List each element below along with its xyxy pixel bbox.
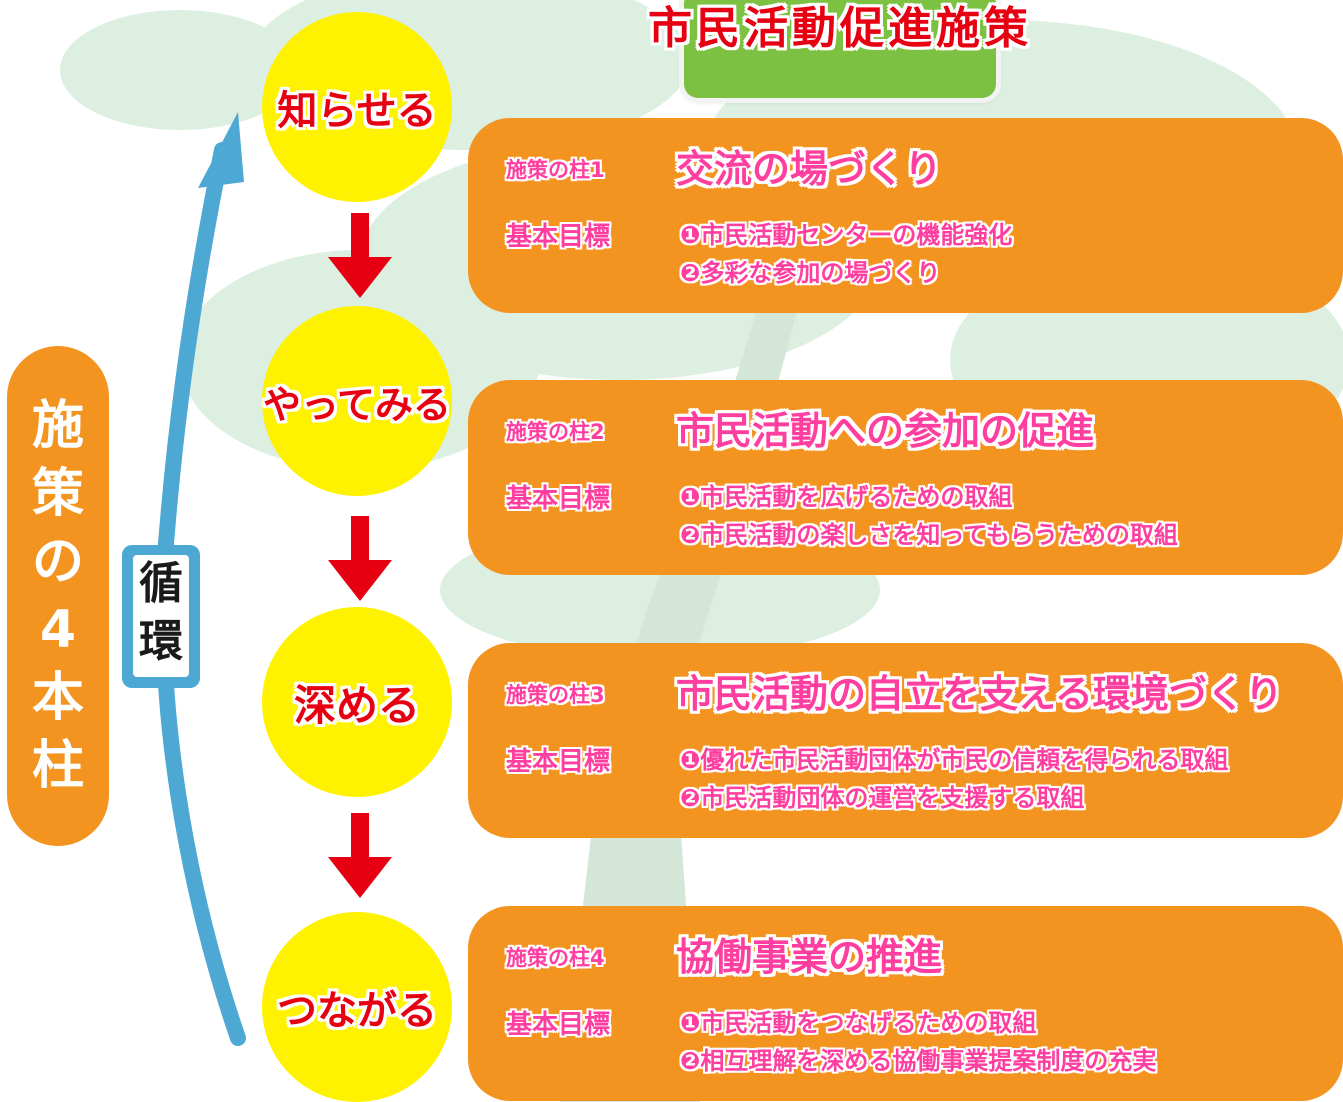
four-pillars-char: の xyxy=(31,532,84,592)
goal-item: ❶市民活動を広げるための取組 xyxy=(680,483,1013,511)
pillar-title: 市民活動の自立を支える環境づくり xyxy=(676,672,1283,716)
goal-item: ❷市民活動の楽しさを知ってもらうための取組 xyxy=(680,521,1178,549)
pillar-panel-3: 施策の柱3 市民活動の自立を支える環境づくり 基本目標 ❶優れた市民活動団体が市… xyxy=(468,643,1343,838)
pillar-label: 施策の柱3 xyxy=(506,683,605,707)
pillar-panel-2: 施策の柱2 市民活動への参加の促進 基本目標 ❶市民活動を広げるための取組 ❷市… xyxy=(468,380,1343,575)
step-circle-2: やってみる xyxy=(262,306,452,496)
pillar-title: 協働事業の推進 xyxy=(676,935,943,979)
pillar-label: 施策の柱1 xyxy=(506,158,605,182)
step-circle-4: つながる xyxy=(262,912,452,1102)
step-label: つながる xyxy=(277,988,437,1034)
step-label: 知らせる xyxy=(277,88,437,134)
cycle-arrow xyxy=(155,142,246,1046)
goal-item: ❶優れた市民活動団体が市民の信頼を得られる取組 xyxy=(680,746,1229,774)
four-pillars-char: 本 xyxy=(31,668,84,728)
pillar-title: 交流の場づくり xyxy=(676,147,943,191)
four-pillars-char: 柱 xyxy=(31,736,84,796)
four-pillars-label: 施 策 の 4 本 柱 xyxy=(7,392,109,800)
goal-label: 基本目標 xyxy=(506,484,611,514)
step-circle-1: 知らせる xyxy=(262,12,452,202)
goal-label: 基本目標 xyxy=(506,747,611,777)
goal-item: ❶市民活動をつなげるための取組 xyxy=(680,1009,1037,1037)
pillar-panel-1: 施策の柱1 交流の場づくり 基本目標 ❶市民活動センターの機能強化 ❷多彩な参加… xyxy=(468,118,1343,313)
step-label: 深める xyxy=(293,680,420,730)
step-label: やってみる xyxy=(262,382,452,427)
cycle-char: 環 xyxy=(139,616,183,667)
title-box xyxy=(684,0,996,98)
goal-item: ❷多彩な参加の場づくり xyxy=(680,259,941,287)
goal-item: ❶市民活動センターの機能強化 xyxy=(680,221,1013,249)
down-arrow-2 xyxy=(328,516,392,601)
four-pillars-char: 策 xyxy=(31,464,84,524)
four-pillars-char: 4 xyxy=(39,600,77,660)
goal-list: ❶市民活動をつなげるための取組 ❷相互理解を深める協働事業提案制度の充実 xyxy=(680,1004,1156,1080)
down-arrow-3 xyxy=(328,813,392,898)
cycle-arrowhead xyxy=(198,112,244,188)
goal-list: ❶市民活動センターの機能強化 ❷多彩な参加の場づくり xyxy=(680,216,1012,292)
pillar-label: 施策の柱2 xyxy=(506,420,605,444)
step-circle-3: 深める xyxy=(262,607,452,797)
goal-label: 基本目標 xyxy=(506,1010,611,1040)
goal-label: 基本目標 xyxy=(506,222,611,252)
down-arrow-1 xyxy=(328,213,392,298)
goal-list: ❶優れた市民活動団体が市民の信頼を得られる取組 ❷市民活動団体の運営を支援する取… xyxy=(680,741,1228,817)
four-pillars-badge xyxy=(7,346,109,846)
cycle-char: 循 xyxy=(139,558,183,609)
goal-item: ❷相互理解を深める協働事業提案制度の充実 xyxy=(680,1047,1157,1075)
pillar-panel-4: 施策の柱4 協働事業の推進 基本目標 ❶市民活動をつなげるための取組 ❷相互理解… xyxy=(468,906,1343,1101)
pillar-label: 施策の柱4 xyxy=(506,946,605,970)
page-title: 市民活動促進施策 xyxy=(648,3,1032,54)
pillar-title: 市民活動への参加の促進 xyxy=(676,409,1095,453)
cycle-label: 循 環 xyxy=(133,555,189,677)
goal-list: ❶市民活動を広げるための取組 ❷市民活動の楽しさを知ってもらうための取組 xyxy=(680,478,1178,554)
four-pillars-char: 施 xyxy=(31,396,84,456)
goal-item: ❷市民活動団体の運営を支援する取組 xyxy=(680,784,1085,812)
